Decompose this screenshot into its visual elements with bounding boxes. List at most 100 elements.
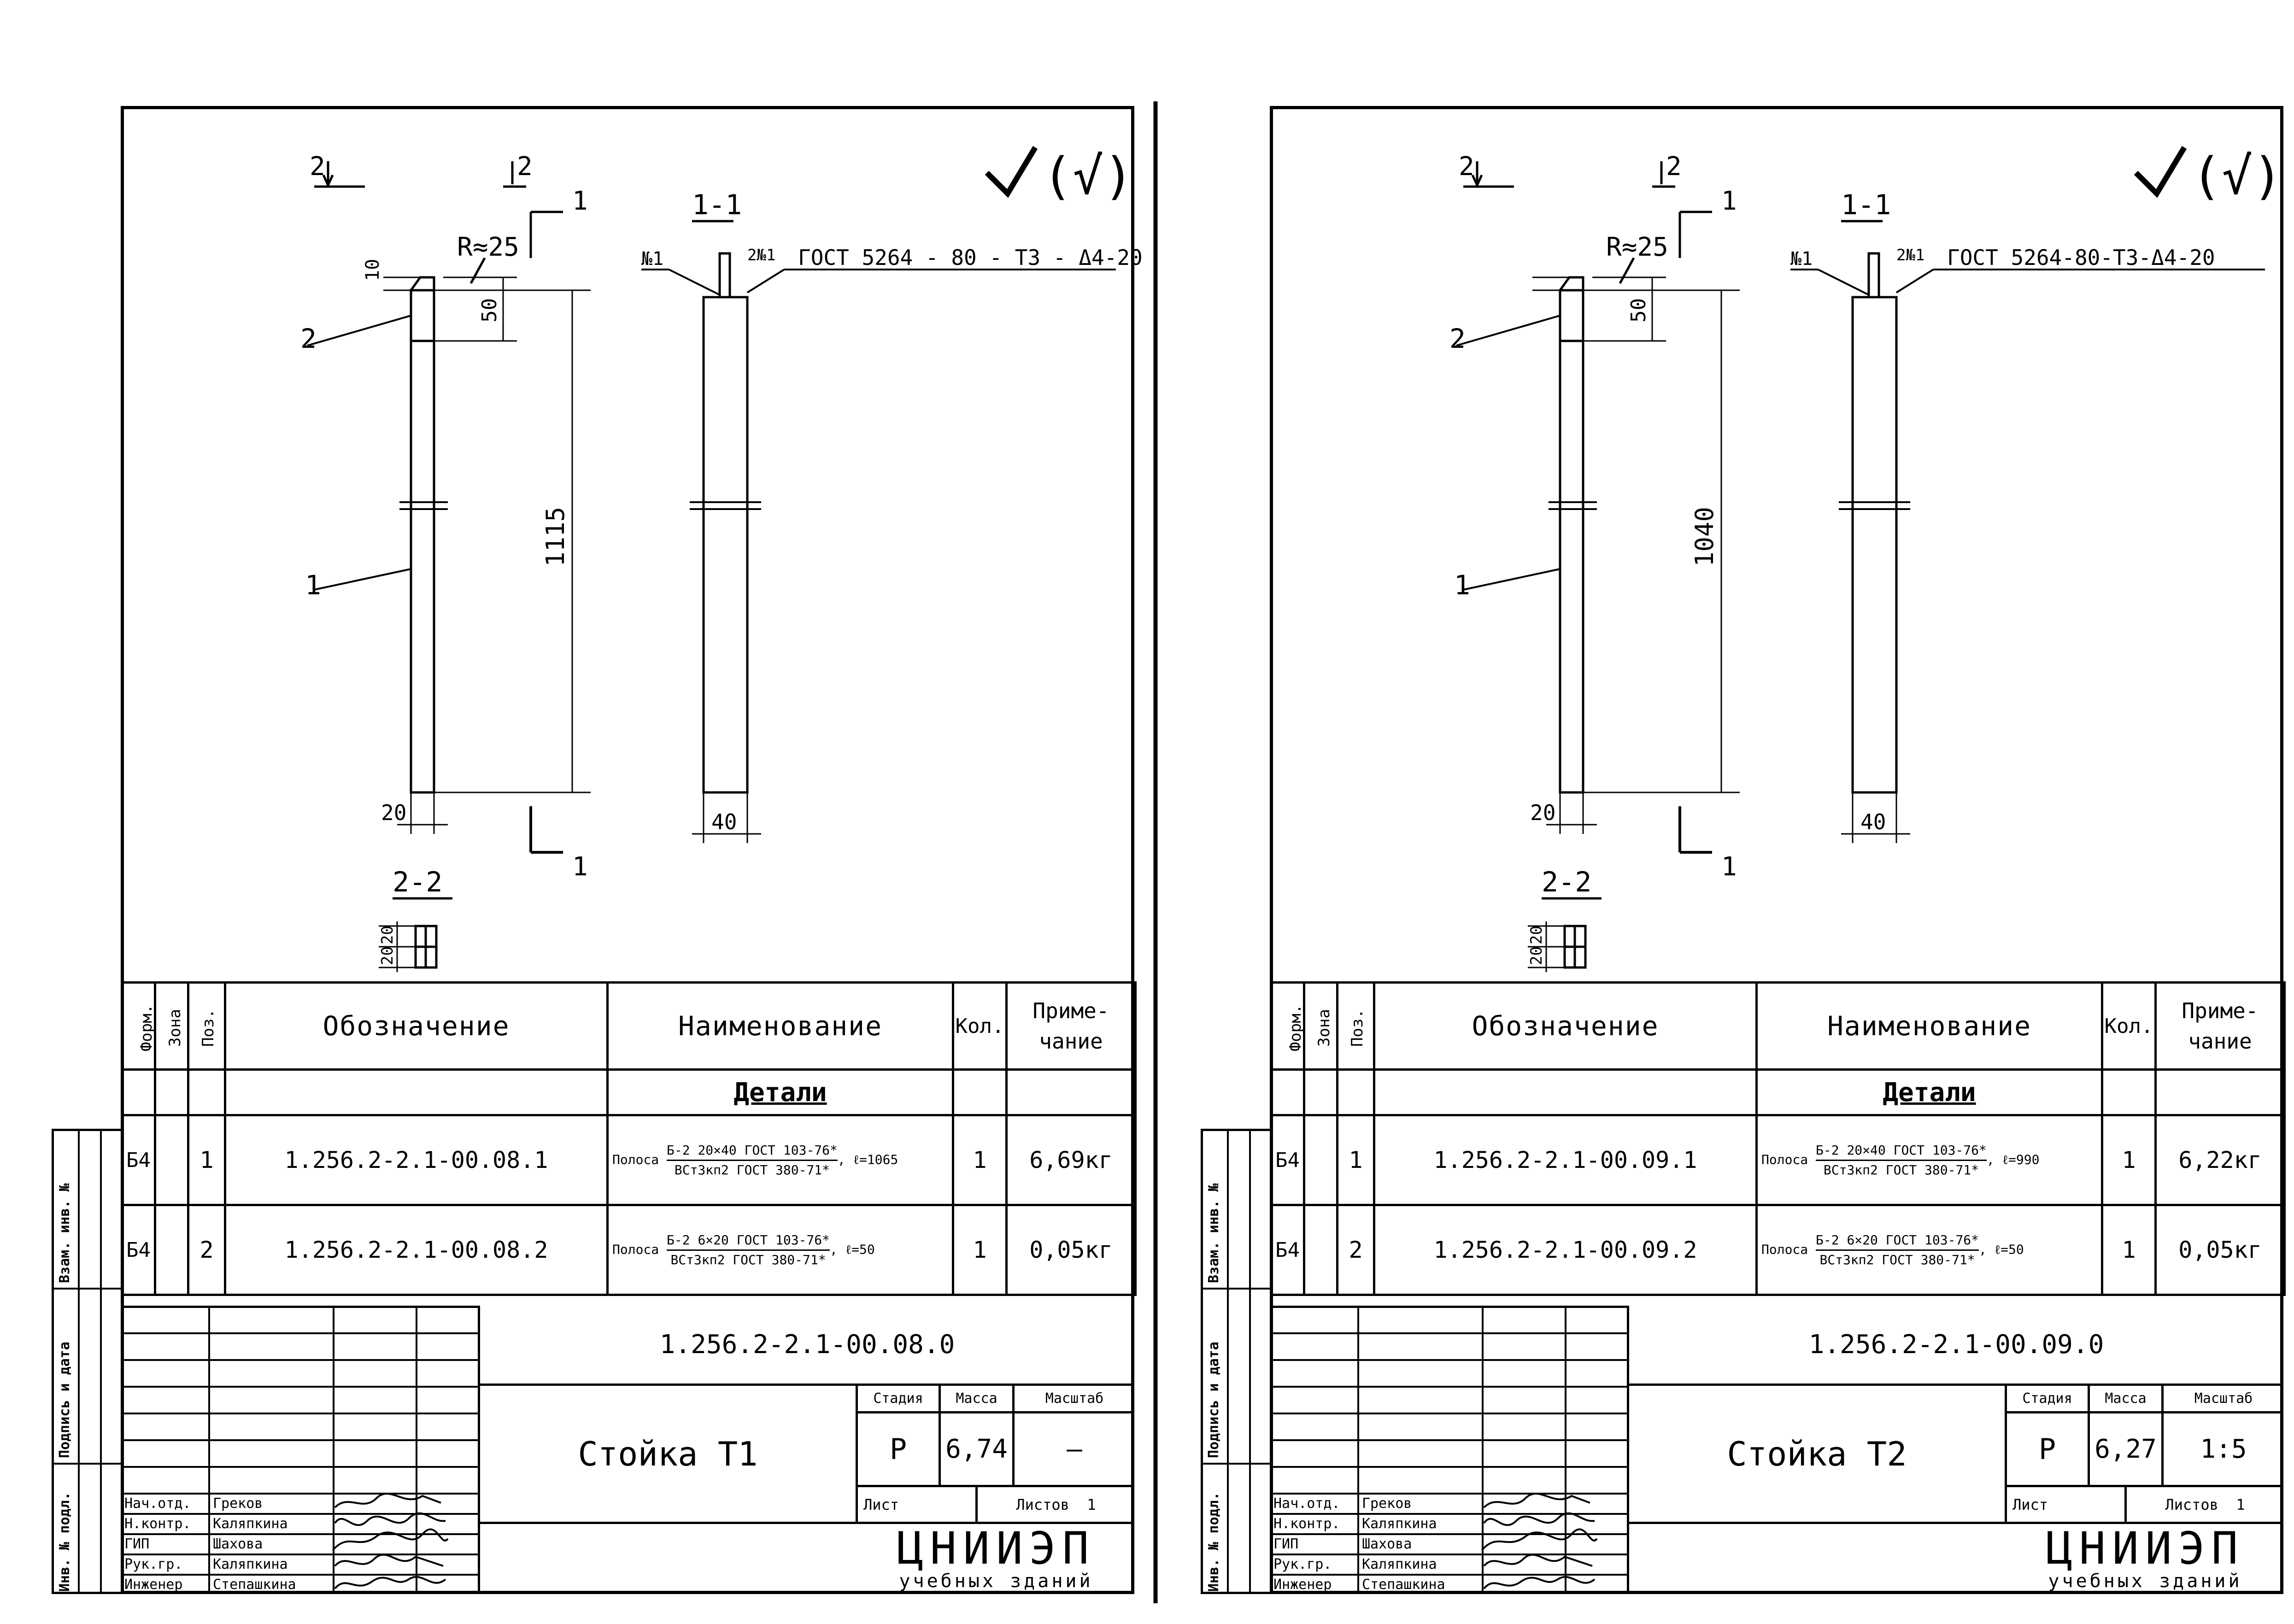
row-zone [154,1114,189,1206]
row-designation: 1.256.2-2.1-00.09.2 [1373,1204,1758,1296]
sheet-frame [1270,106,2283,1594]
signature-icon [1483,1576,1596,1589]
section-1-1-label: 1-1 [1841,189,1891,221]
mass-label: Масса [941,1386,1015,1413]
person-name: Степашкина [1362,1577,1445,1593]
section-2-2-label: 2-2 [393,866,442,898]
row-name-top: Б-2 20×40 ГОСТ 103-76* [1816,1141,1987,1161]
section-mark-2-left: 2 [310,152,325,182]
dim-tip: 50 [1627,298,1650,322]
person-name: Греков [1362,1495,1412,1512]
document-code: 1.256.2-2.1-00.08.0 [480,1306,1134,1386]
person-role: Рук.гр. [1273,1556,1332,1572]
pos-label-2: 2 [1449,323,1466,354]
check-mark-icon [985,146,1038,198]
row-name-suffix: , ℓ=50 [1979,1242,2024,1257]
section-mark-1-top: 1 [1721,186,1737,216]
signature-icon [334,1554,444,1567]
dim-length: 1115 [541,507,570,567]
row-name: Полоса Б-2 20×40 ГОСТ 103-76*ВСт3кп2 ГОС… [606,1114,954,1206]
check-mark-label: (√) [2191,147,2283,205]
signature-icon [332,1528,449,1551]
sheets-count: Листов 1 [2127,1487,2283,1524]
row-form: Б4 [121,1204,156,1296]
signature-icon [334,1493,441,1508]
section-mark-1-bottom: 1 [572,852,588,882]
person-role: ГИП [1273,1536,1299,1552]
radius-label: R≈25 [457,232,519,262]
stage-label: Стадия [2007,1386,2090,1413]
row-name-top: Б-2 6×20 ГОСТ 103-76* [1816,1231,1979,1251]
specification-table: Форм. Зона Поз. Обозначение Наименование… [121,981,1137,1296]
mass-value: 6,27 [2090,1413,2164,1487]
strip-label-inv: Инв. № подл. [1206,1492,1222,1592]
strip-label-replace: Взам. инв. № [1206,1183,1222,1283]
person-name: Шахова [1362,1536,1412,1552]
row-qty: 1 [2101,1114,2157,1206]
row-note: 0,05кг [2154,1204,2286,1296]
section-2-2-label: 2-2 [1542,866,1591,898]
check-mark-label: (√) [1042,147,1134,205]
row-zone [1303,1114,1338,1206]
section-title: Детали [1755,1068,2103,1116]
organization: ЦНИИЭП учебных зданий [858,1524,1134,1594]
row-name-suffix: , ℓ=50 [830,1242,875,1257]
signature-icon [1483,1554,1593,1567]
check-mark-icon [2134,146,2187,198]
header-pos: Поз. [187,981,226,1071]
signature-icon [1483,1493,1590,1508]
dim-sec2-b: 20 [378,946,397,965]
signature-icon [334,1576,446,1589]
dim-tip: 50 [478,298,501,322]
weld-2n-label: 2№1 [747,246,775,264]
dim-width: 20 [381,800,406,825]
header-zone: Зона [154,981,189,1071]
person-role: Н.контр. [124,1516,191,1532]
pos-label-1: 1 [1454,569,1470,601]
row-name-bottom: ВСт3кп2 ГОСТ 380-71* [1819,1252,1975,1267]
row-pos: 1 [1336,1114,1375,1206]
header-name: Наименование [1755,981,2103,1071]
person-name: Шахова [213,1536,263,1552]
header-qty: Кол. [952,981,1008,1071]
drawing-sheet-2: Взам. инв. № Подпись и дата Инв. № подл. [1201,106,2286,1594]
row-name-top: Б-2 20×40 ГОСТ 103-76* [667,1141,838,1161]
person-role: Инженер [124,1577,183,1593]
row-name: Полоса Б-2 6×20 ГОСТ 103-76*ВСт3кп2 ГОСТ… [606,1204,954,1296]
row-pos: 1 [187,1114,226,1206]
row-form: Б4 [121,1114,156,1206]
sheet-label: Лист [858,1487,978,1524]
weld-2n-label: 2№1 [1896,246,1924,264]
person-role: Нач.отд. [124,1495,191,1512]
side-strip: Взам. инв. № Подпись и дата Инв. № подл. [1201,1129,1270,1594]
row-form: Б4 [1270,1204,1305,1296]
organization-name: ЦНИИЭП [2046,1523,2245,1574]
row-name-prefix: Полоса [612,1152,659,1167]
header-qty: Кол. [2101,981,2157,1071]
dim-sec2-a: 20 [378,926,397,944]
weld-label: ГОСТ 5264 - 80 - Т3 - Δ4-20 [798,245,1143,270]
person-role: ГИП [124,1536,150,1552]
header-note: Приме-чание [2154,981,2286,1071]
row-qty: 1 [2101,1204,2157,1296]
spec-section-row: Детали [121,1068,1137,1116]
dim-width: 20 [1530,800,1555,825]
person-role: Рук.гр. [124,1556,183,1572]
row-name-bottom: ВСт3кп2 ГОСТ 380-71* [674,1162,830,1178]
row-qty: 1 [952,1114,1008,1206]
strip-label-replace: Взам. инв. № [57,1183,73,1283]
scale-value: 1:5 [2164,1413,2283,1487]
sheet-separator [1153,101,1158,1603]
row-designation: 1.256.2-2.1-00.08.2 [224,1204,609,1296]
strip-label-sign-date: Подпись и дата [1206,1342,1222,1458]
row-designation: 1.256.2-2.1-00.08.1 [224,1114,609,1206]
signature-icon [1481,1528,1598,1551]
row-note: 0,05кг [1005,1204,1137,1296]
section-mark-2-right: 2 [517,152,533,182]
document-code: 1.256.2-2.1-00.09.0 [1629,1306,2283,1386]
row-name: Полоса Б-2 20×40 ГОСТ 103-76*ВСт3кп2 ГОС… [1755,1114,2103,1206]
weld-n-label: №1 [1790,248,1813,270]
